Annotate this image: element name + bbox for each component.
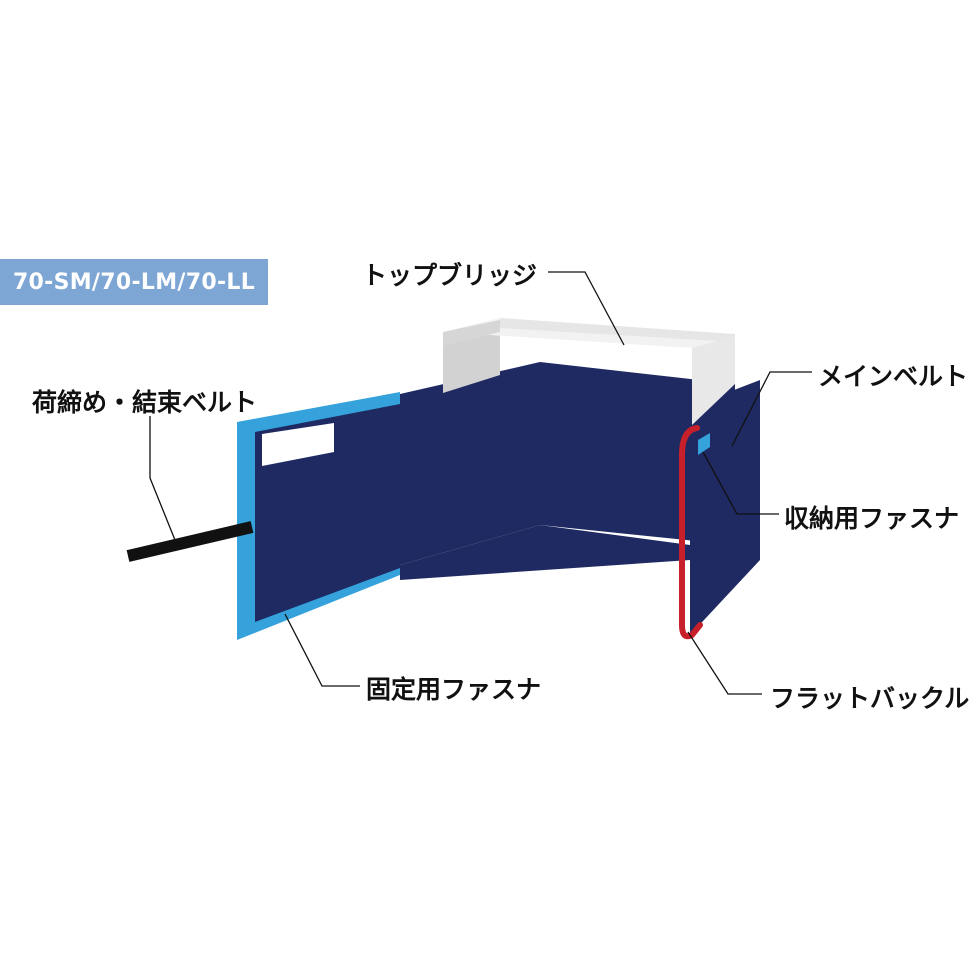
storage-zipper-label: 収納用ファスナ <box>784 504 960 533</box>
leader-main-belt <box>731 371 812 447</box>
leader-cargo-belt <box>149 416 176 541</box>
top-bridge-side <box>692 336 735 425</box>
top-bridge-top-main <box>500 318 735 342</box>
label-window <box>262 423 334 466</box>
leader-top-bridge <box>548 271 625 346</box>
leader-storage-zipper <box>702 451 779 515</box>
fixing-zipper-label: 固定用ファスナ <box>366 675 542 704</box>
leader-fixing-zipper <box>284 613 360 687</box>
main-belt-label: メインベルト <box>818 362 969 391</box>
cargo-belt-label: 荷締め・結束ベルト <box>32 388 258 417</box>
model-badge: 70-SM/70-LM/70-LL <box>0 259 268 305</box>
top-bridge-front <box>443 320 500 346</box>
inner-floor <box>400 525 690 580</box>
top-bridge-back <box>443 330 500 393</box>
cargo-belt <box>126 521 254 562</box>
flat-buckle-label: フラットバックル <box>770 684 970 713</box>
storage-zipper <box>698 433 710 455</box>
back-panel <box>400 362 735 565</box>
right-panel <box>690 380 760 635</box>
flat-buckle <box>679 425 703 640</box>
leader-flat-buckle <box>687 631 762 695</box>
top-bridge-label: トップブリッジ <box>362 261 538 290</box>
